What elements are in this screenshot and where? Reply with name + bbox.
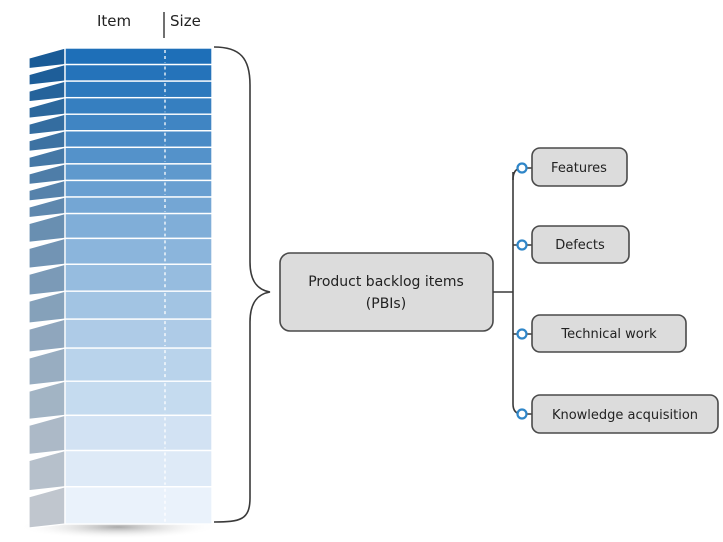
product-backlog-stack [28,47,213,529]
backlog-item-side [28,318,66,353]
backlog-item [64,318,213,349]
backlog-item [64,80,213,99]
backlog-item [64,113,213,132]
pbi-box-label-line1: Product backlog items [308,274,464,290]
backlog-item [64,486,213,525]
knowledge-acquisition-label: Knowledge acquisition [552,408,698,423]
backlog-item-side [28,237,66,269]
backlog-item [64,163,213,182]
features-connector-dot [516,162,528,174]
technical-work-label: Technical work [560,327,657,342]
backlog-item [64,237,213,265]
backlog-item [64,96,213,115]
backlog-item-side [28,347,66,386]
backlog-item [64,414,213,452]
backlog-item [64,290,213,320]
backlog-brace [213,46,271,523]
backlog-item-side [28,485,66,529]
backlog-item [64,347,213,382]
knowledge-acquisition-connector-dot [516,408,528,420]
features-box [531,147,628,187]
defects-label: Defects [555,238,605,253]
backlog-item-side [28,212,66,244]
backlog-item [64,196,213,215]
backlog-item-side [28,290,66,324]
size-column-header: Size [170,12,201,30]
backlog-item [64,130,213,149]
backlog-item [64,63,213,82]
backlog-item-side [28,263,66,296]
backlog-item [64,449,213,488]
backlog-item-side [28,449,66,492]
defects-connector-dot [516,239,528,251]
backlog-item [64,380,213,417]
technical-work-connector-dot [516,328,528,340]
backlog-item [64,263,213,292]
knowledge-acquisition-box [531,394,719,434]
backlog-item [64,47,213,66]
backlog-item-side [28,414,66,456]
backlog-item [64,146,213,165]
features-label: Features [551,161,607,176]
backlog-item [64,179,213,198]
backlog-item [64,212,213,240]
backlog-item-side [28,380,66,421]
defects-box [531,225,630,264]
item-column-header: Item [97,12,131,30]
pbi-box-label-line2: (PBIs) [366,296,406,312]
pbi-box [279,252,494,332]
technical-work-box [531,314,687,353]
